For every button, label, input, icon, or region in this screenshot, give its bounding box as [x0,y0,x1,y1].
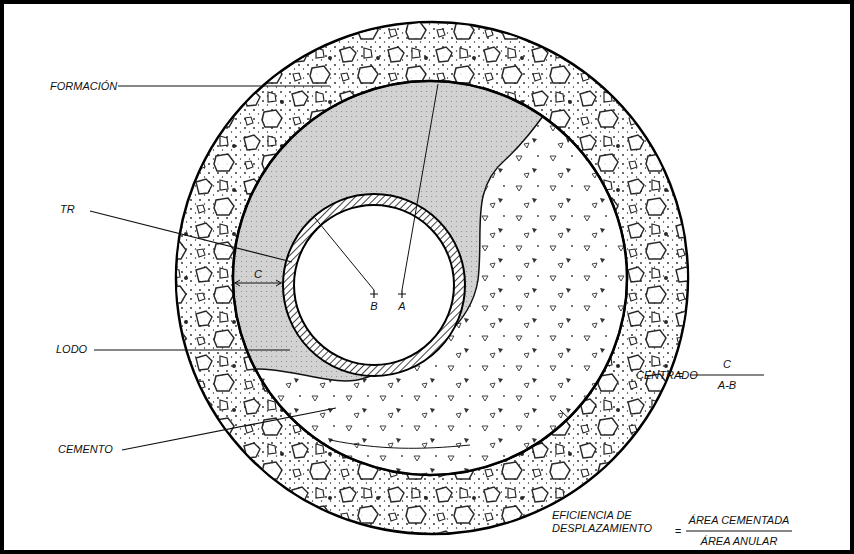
label-text: FORMACIÓN [50,80,117,93]
casing-radius [315,218,374,290]
fraction-bar [690,375,764,376]
dimension-letter: C [254,268,262,281]
formula-denominator: A-B [718,379,736,392]
center-marks [370,290,406,298]
leader-line [90,211,292,262]
formula-term: EFICIENCIA DE DESPLAZAMIENTO [552,509,667,535]
label-text: LODO [56,343,87,356]
formula-numerator: C [723,358,731,371]
formula-numerator: ÁREA CEMENTADA [689,514,790,527]
formula-sign: = [675,525,681,538]
formula-denominator: ÁREA ANULAR [701,535,778,548]
leader-line [122,408,336,450]
label-text: TR [60,203,75,216]
center-letter: A [398,300,405,313]
leader-line [118,85,330,86]
hole-radius [402,84,438,290]
formula-term: CENTRADO [636,369,698,382]
casing-wall [283,194,465,376]
fraction-bar [686,531,792,532]
leader-line [94,349,290,350]
casing-bore [294,205,454,365]
formula-sign: = [677,369,683,382]
center-letter: B [370,300,377,313]
label-text: CEMENTO [58,443,113,456]
standoff-arrows [234,280,282,286]
